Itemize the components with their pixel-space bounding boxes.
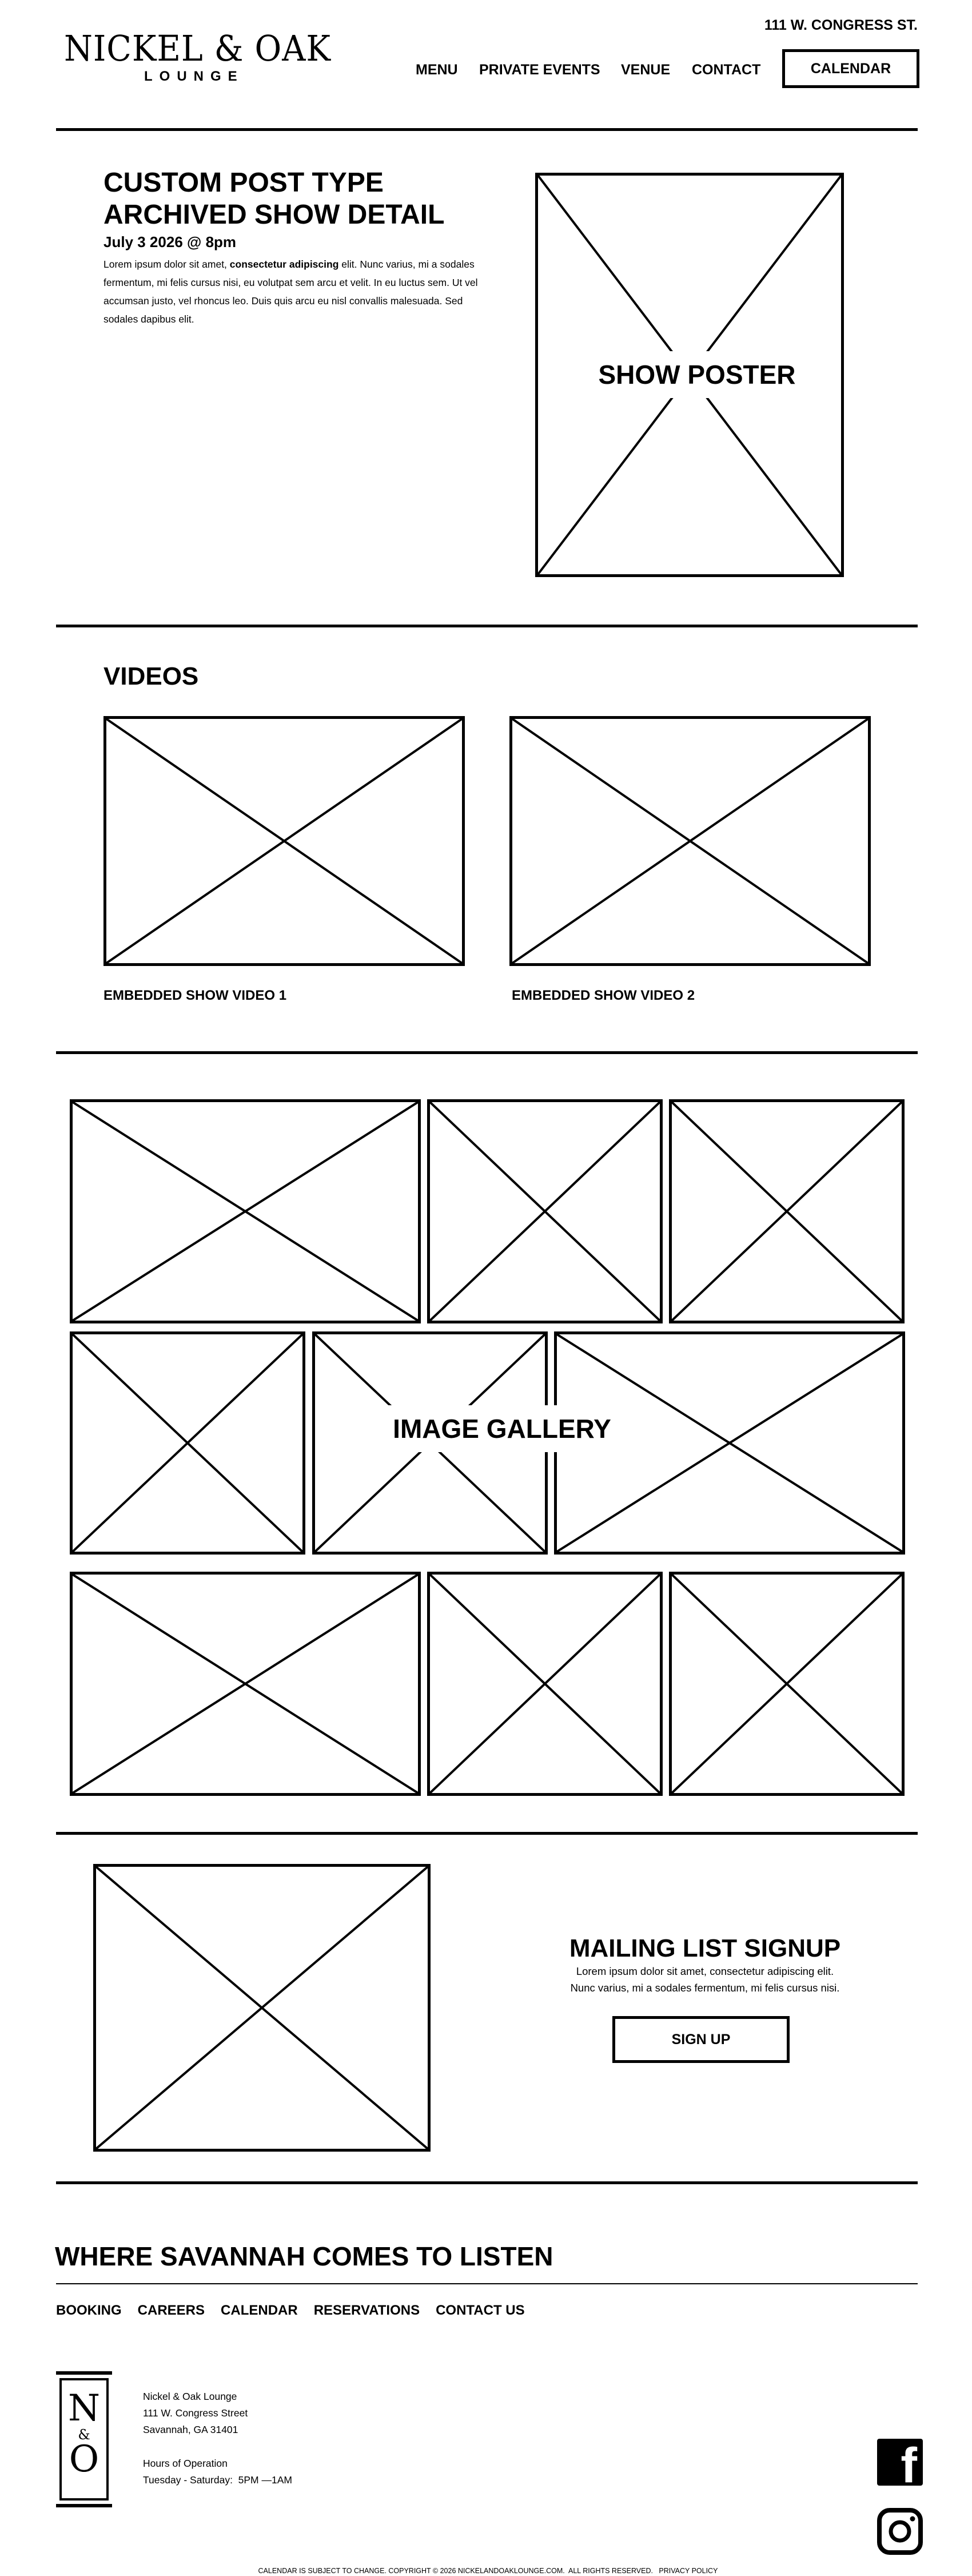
gallery-image[interactable] [70,1099,421,1323]
video-caption-1: EMBEDDED SHOW VIDEO 1 [103,988,287,1003]
privacy-policy-link[interactable]: PRIVACY POLICY [659,2567,718,2575]
site-logo[interactable]: NICKEL & OAK LOUNGE [64,27,331,84]
footer-link-booking[interactable]: BOOKING [56,2303,122,2318]
placeholder-cross [557,1334,902,1552]
logo-ampersand: & [78,2427,90,2443]
gallery-image[interactable] [669,1572,905,1796]
footer-contact: Nickel & Oak Lounge 111 W. Congress Stre… [143,2388,292,2488]
nav-private-events[interactable]: PRIVATE EVENTS [479,62,600,78]
gallery-label: IMAGE GALLERY [378,1405,626,1452]
placeholder-cross [430,1102,660,1321]
title-line-2: ARCHIVED SHOW DETAIL [103,200,445,230]
footer-link-reservations[interactable]: RESERVATIONS [313,2303,420,2318]
footer-logo[interactable]: N & O [56,2371,112,2507]
instagram-icon[interactable] [877,2508,923,2555]
logo-subtitle: LOUNGE [144,69,244,84]
mailing-title: MAILING LIST SIGNUP [569,1934,841,1962]
placeholder-cross [73,1102,418,1321]
footer-city: Savannah, GA 31401 [143,2424,238,2435]
facebook-icon[interactable]: f [877,2439,923,2486]
desc-bold: consectetur adipiscing [229,259,339,270]
footer-tagline: WHERE SAVANNAH COMES TO LISTEN [55,2241,553,2271]
gallery-image[interactable] [70,1331,305,1555]
gallery-image[interactable] [669,1099,905,1323]
title-line-1: CUSTOM POST TYPE [103,168,384,198]
desc-text-rest: elit. Nunc varius, mi a sodales fermentu… [103,259,478,325]
show-description: Lorem ipsum dolor sit amet, consectetur … [103,255,492,328]
placeholder-cross [96,1867,428,2149]
sign-up-button[interactable]: SIGN UP [612,2016,790,2063]
videos-heading: VIDEOS [103,662,199,690]
copyright-text: CALENDAR IS SUBJECT TO CHANGE. COPYRIGHT… [258,2567,653,2575]
footer-venue-name: Nickel & Oak Lounge [143,2391,237,2402]
footer-rule [56,2283,918,2284]
placeholder-cross [672,1102,902,1321]
facebook-glyph: f [901,2439,917,2486]
footer-links: BOOKING CAREERS CALENDAR RESERVATIONS CONTAC… [56,2303,541,2319]
placeholder-cross [512,719,868,963]
video-caption-2: EMBEDDED SHOW VIDEO 2 [512,988,695,1003]
placeholder-cross [672,1575,902,1793]
footer-hours-label: Hours of Operation [143,2458,228,2469]
nav-venue[interactable]: VENUE [621,62,671,78]
placeholder-cross [106,719,462,963]
mailing-text-1: Lorem ipsum dolor sit amet, consectetur … [576,1965,834,1977]
calendar-button[interactable]: CALENDAR [782,49,919,88]
logo-letter-n: N [68,2387,100,2430]
logo-letter-o: O [69,2438,99,2480]
divider [56,2181,918,2184]
gallery-image[interactable] [70,1572,421,1796]
footer-logo-frame: N & O [59,2378,109,2501]
footer-link-careers[interactable]: CAREERS [137,2303,205,2318]
nav-contact[interactable]: CONTACT [692,62,761,78]
placeholder-cross [73,1575,418,1793]
footer-hours: Tuesday - Saturday: 5PM —1AM [143,2474,292,2486]
mailing-text-2: Nunc varius, mi a sodales fermentum, mi … [570,1982,840,1994]
footer-street: 111 W. Congress Street [143,2407,248,2419]
show-poster-label: SHOW POSTER [583,351,811,398]
placeholder-cross [73,1334,302,1552]
video-embed-1[interactable] [103,716,465,966]
header-address: 111 W. CONGRESS ST. [764,17,918,33]
divider [56,1051,918,1054]
footer-link-calendar[interactable]: CALENDAR [221,2303,298,2318]
show-date: July 3 2026 @ 8pm [103,233,237,251]
video-embed-2[interactable] [509,716,871,966]
footer-link-contact[interactable]: CONTACT US [436,2303,525,2318]
divider [56,128,918,131]
placeholder-cross [430,1575,660,1793]
desc-text: Lorem ipsum dolor sit amet, [103,259,230,270]
gallery-image[interactable] [427,1572,663,1796]
divider [56,625,918,627]
page-title: CUSTOM POST TYPE ARCHIVED SHOW DETAIL [103,167,444,231]
gallery-image[interactable] [427,1099,663,1323]
mailing-image [93,1864,431,2152]
mailing-section: MAILING LIST SIGNUP Lorem ipsum dolor si… [533,1934,877,1996]
logo-wordmark: NICKEL & OAK [64,27,331,69]
divider [56,1832,918,1835]
nav-menu[interactable]: MENU [416,62,458,78]
copyright: CALENDAR IS SUBJECT TO CHANGE. COPYRIGHT… [0,2559,972,2575]
